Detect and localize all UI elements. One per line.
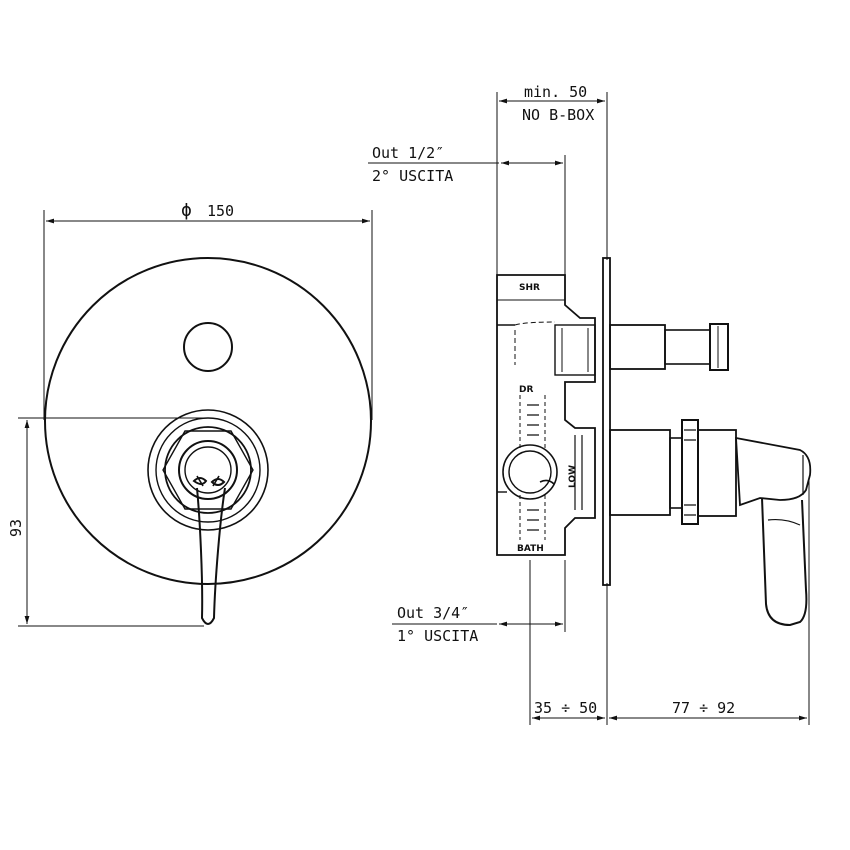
tag-low: LOW: [568, 465, 578, 488]
out-three-quarter-label: Out 3/4″: [397, 604, 469, 622]
no-box-label: NO B-BOX: [522, 106, 594, 124]
min-depth-label: min. 50: [524, 83, 587, 101]
side-view: min. 50 NO B-BOX Out 1/2″ 2° USCITA Out …: [368, 83, 812, 725]
height-value: 93: [7, 519, 25, 537]
diameter-value: 150: [207, 202, 234, 220]
valve-body-side: [496, 274, 596, 556]
diameter-dimension: ϕ 150: [43, 200, 373, 420]
diverter-knob: [183, 322, 233, 372]
tag-shr: SHR: [519, 283, 540, 293]
diameter-symbol: ϕ: [181, 200, 192, 221]
diverter-stem: [609, 323, 729, 371]
tag-bath: BATH: [517, 544, 544, 554]
cover-plate: [44, 257, 372, 585]
lever-handle: [196, 487, 226, 625]
range-left-label: 35 ÷ 50: [534, 699, 597, 717]
mixer-lever-side: [609, 419, 812, 627]
wall-plate: [602, 257, 611, 586]
height-dimension: 93: [7, 417, 208, 627]
tag-dr: DR: [519, 385, 533, 395]
out-half-sub: 2° USCITA: [372, 167, 453, 185]
range-right-label: 77 ÷ 92: [672, 699, 735, 717]
valve-body-front: [147, 409, 269, 531]
front-view: ϕ 150 93: [7, 200, 373, 627]
out-half-label: Out 1/2″: [372, 144, 444, 162]
out-three-quarter-sub: 1° USCITA: [397, 627, 478, 645]
